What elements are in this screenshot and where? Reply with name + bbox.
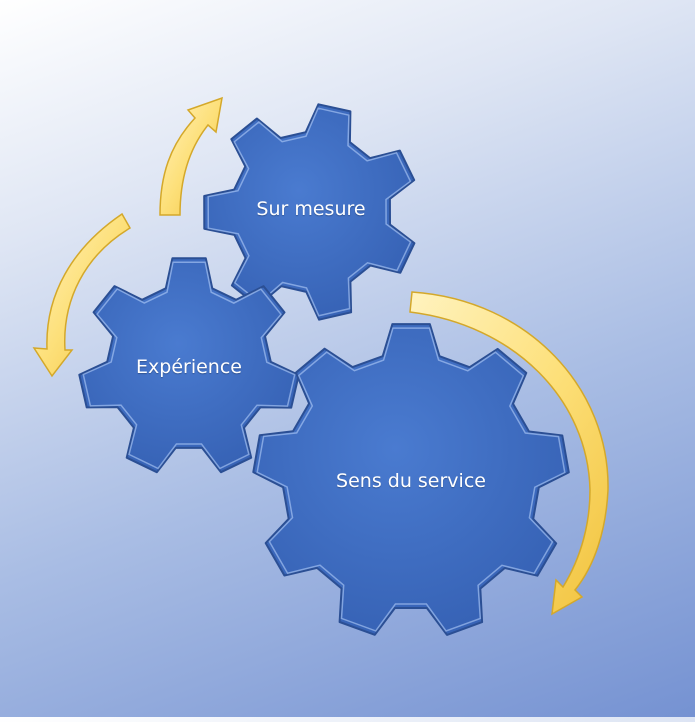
gear-body-experience <box>78 257 300 474</box>
cycle-arrow-top <box>159 96 223 216</box>
gear-highlight-sur-mesure <box>207 107 412 317</box>
gear-sur-mesure <box>203 103 416 321</box>
gear-body-sens-du-service <box>252 323 570 636</box>
gear-sens-du-service <box>252 323 570 636</box>
gear-label-sur-mesure: Sur mesure <box>256 198 366 220</box>
cycle-arrow-left <box>32 212 132 378</box>
cycle-arrow-right <box>409 291 609 616</box>
gear-label-sens-du-service: Sens du service <box>336 470 486 492</box>
gear-label-experience: Expérience <box>136 356 242 378</box>
gear-experience <box>78 257 300 474</box>
gear-highlight-experience <box>82 261 296 470</box>
gear-body-sur-mesure <box>203 103 416 321</box>
gear-highlight-sens-du-service <box>256 327 566 632</box>
